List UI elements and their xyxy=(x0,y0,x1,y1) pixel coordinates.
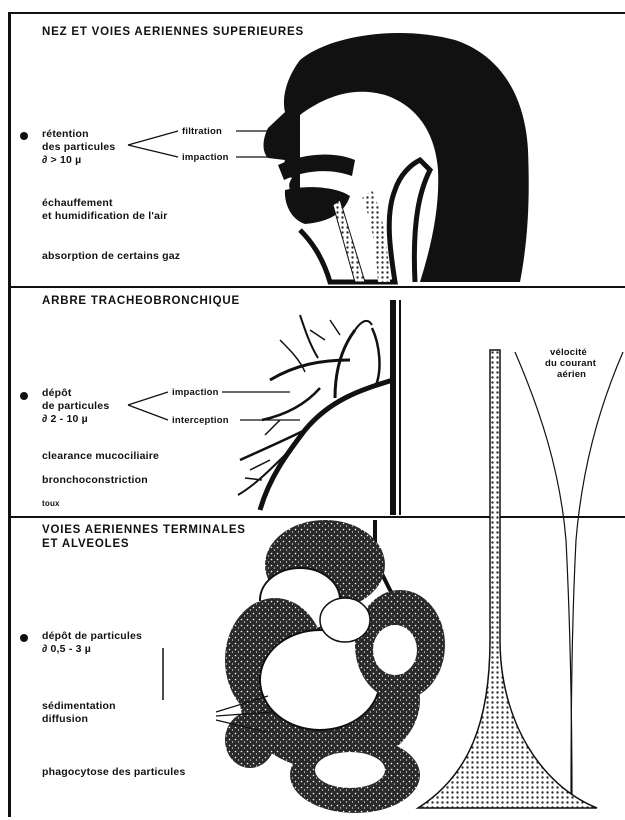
section-heading-alveolar-line2: ET ALVEOLES xyxy=(42,538,129,551)
section-heading-alveolar-line1: VOIES AERIENNES TERMINALES xyxy=(42,524,246,537)
nose-note-gas: absorption de certains gaz xyxy=(42,250,180,263)
pointer-filtration xyxy=(128,131,178,145)
bronchial-bullet-line2: de particules xyxy=(42,400,109,413)
velocity-curves xyxy=(515,352,623,805)
nose-note-humidification: et humidification de l'air xyxy=(42,210,168,223)
head-profile-drawing xyxy=(264,33,529,282)
label-diffusion: diffusion xyxy=(42,713,88,726)
bullet-nose xyxy=(20,132,28,140)
pointer-impaction-bronchial xyxy=(128,392,168,405)
pointer-interception xyxy=(128,405,168,420)
bronchial-bullet-line1: dépôt xyxy=(42,387,72,400)
velocity-label-line3: aérien xyxy=(557,368,586,381)
nose-bullet-line3: ∂ > 10 µ xyxy=(42,154,81,167)
section-heading-nose: NEZ ET VOIES AERIENNES SUPERIEURES xyxy=(42,26,304,39)
bronchial-bullet-line3: ∂ 2 - 10 µ xyxy=(42,413,88,426)
section-heading-bronchial: ARBRE TRACHEOBRONCHIQUE xyxy=(42,295,240,308)
bullet-alveolar xyxy=(20,634,28,642)
bronchial-note-bronchoconstriction: bronchoconstriction xyxy=(42,474,148,487)
nose-bullet-line1: rétention xyxy=(42,128,89,141)
label-filtration: filtration xyxy=(182,125,222,138)
deposition-funnel xyxy=(418,350,597,808)
label-impaction-bronchial: impaction xyxy=(172,386,219,399)
label-impaction-nose: impaction xyxy=(182,151,229,164)
label-interception: interception xyxy=(172,414,229,427)
bronchial-tree-drawing xyxy=(238,300,400,515)
pointer-impaction-nose xyxy=(128,145,178,157)
alveolar-bullet-line2: ∂ 0,5 - 3 µ xyxy=(42,643,91,656)
alveolar-bullet-line1: dépôt de particules xyxy=(42,630,142,643)
nose-bullet-line2: des particules xyxy=(42,141,115,154)
alveoli-cluster-drawing xyxy=(225,520,445,813)
alveolar-note-phagocytosis: phagocytose des particules xyxy=(42,766,186,779)
bullet-bronchial xyxy=(20,392,28,400)
bronchial-note-clearance: clearance mucociliaire xyxy=(42,450,159,463)
label-sedimentation: sédimentation xyxy=(42,700,116,713)
nose-note-warming: échauffement xyxy=(42,197,113,210)
bronchial-note-cough: toux xyxy=(42,497,60,510)
